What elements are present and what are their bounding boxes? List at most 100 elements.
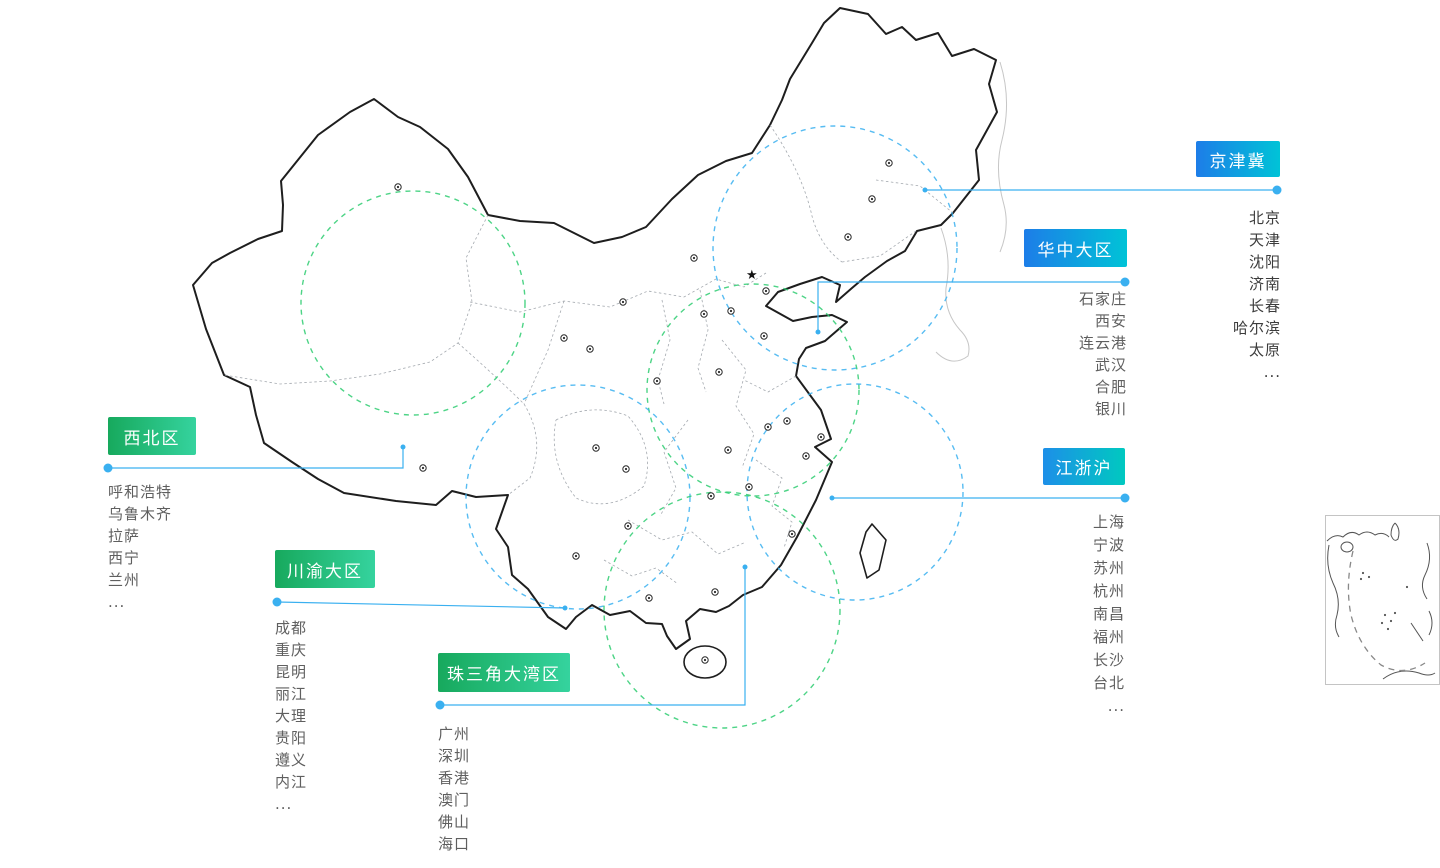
city-item: 南昌 xyxy=(1092,605,1125,623)
region-chip-huazhong[interactable]: 华中大区 xyxy=(1024,229,1127,267)
city-item: 重庆 xyxy=(275,641,308,659)
city-item: 乌鲁木齐 xyxy=(108,505,173,523)
connector-jiangzhehu xyxy=(829,493,1130,503)
city-item: 拉萨 xyxy=(108,527,141,545)
city-item: ... xyxy=(108,593,126,611)
city-item: 昆明 xyxy=(275,663,308,681)
city-marker xyxy=(844,233,852,241)
city-marker xyxy=(645,594,653,602)
city-marker xyxy=(707,492,715,500)
city-item: 长沙 xyxy=(1092,651,1125,669)
city-list-huazhong: 石家庄西安连云港武汉合肥银川 xyxy=(1079,288,1127,420)
city-item: 深圳 xyxy=(438,747,471,765)
city-marker xyxy=(715,368,723,376)
beijing-star-marker: ★ xyxy=(746,268,758,283)
city-item: 连云港 xyxy=(1078,334,1127,352)
city-marker xyxy=(701,656,709,664)
city-list-jingjinji: 北京天津沈阳济南长春哈尔滨太原... xyxy=(1233,207,1281,383)
region-circles xyxy=(300,125,964,729)
city-item: 石家庄 xyxy=(1078,290,1127,308)
city-item: 福州 xyxy=(1092,628,1125,646)
city-item: 广州 xyxy=(438,725,471,743)
city-item: 上海 xyxy=(1092,513,1125,531)
city-item: 武汉 xyxy=(1094,356,1127,374)
city-marker xyxy=(764,423,772,431)
city-marker xyxy=(724,446,732,454)
city-item: 银川 xyxy=(1094,400,1127,418)
city-item: ... xyxy=(1263,363,1281,381)
city-item: 哈尔滨 xyxy=(1232,319,1281,337)
connector-huazhong xyxy=(815,277,1130,335)
city-marker xyxy=(624,522,632,530)
city-item: 太原 xyxy=(1248,341,1281,359)
city-marker xyxy=(760,332,768,340)
city-marker xyxy=(868,195,876,203)
region-circle-huazhong xyxy=(646,283,860,497)
city-marker xyxy=(560,334,568,342)
city-marker xyxy=(622,465,630,473)
city-marker xyxy=(802,452,810,460)
city-marker xyxy=(727,307,735,315)
city-marker xyxy=(419,464,427,472)
region-chip-zhusanjiao[interactable]: 珠三角大湾区 xyxy=(438,653,570,692)
city-item: 佛山 xyxy=(438,813,471,831)
city-marker xyxy=(653,377,661,385)
city-item: 济南 xyxy=(1248,275,1281,293)
province-borders xyxy=(223,124,954,585)
city-list-jiangzhehu: 上海宁波苏州杭州南昌福州长沙台北... xyxy=(1093,511,1125,718)
connector-zhusanjiao xyxy=(435,564,748,710)
city-marker xyxy=(619,298,627,306)
city-marker xyxy=(745,483,753,491)
city-item: 澳门 xyxy=(438,791,471,809)
city-item: 贵阳 xyxy=(275,729,308,747)
city-marker xyxy=(711,588,719,596)
region-chip-xibei[interactable]: 西北区 xyxy=(108,417,196,455)
city-item: 西宁 xyxy=(108,549,141,567)
region-chip-jiangzhehu[interactable]: 江浙沪 xyxy=(1043,448,1125,485)
city-list-chuanyu: 成都重庆昆明丽江大理贵阳遵义内江... xyxy=(275,617,307,815)
china-outline xyxy=(192,7,998,650)
city-item: 杭州 xyxy=(1092,582,1125,600)
city-item: 合肥 xyxy=(1094,378,1127,396)
city-list-zhusanjiao: 广州深圳香港澳门佛山海口... xyxy=(438,723,470,868)
city-marker xyxy=(394,183,402,191)
inset-islands xyxy=(1359,571,1409,631)
south-china-sea-inset xyxy=(1325,515,1440,685)
city-item: 宁波 xyxy=(1092,536,1125,554)
city-item: 遵义 xyxy=(275,751,308,769)
region-chip-chuanyu[interactable]: 川渝大区 xyxy=(275,550,375,588)
region-chip-jingjinji[interactable]: 京津冀 xyxy=(1196,141,1280,177)
connector-jingjinji xyxy=(922,185,1282,195)
city-item: 呼和浩特 xyxy=(108,483,173,501)
city-marker xyxy=(817,433,825,441)
city-item: 成都 xyxy=(275,619,308,637)
taiwan-island xyxy=(859,523,887,579)
city-item: 西安 xyxy=(1094,312,1127,330)
city-item: ... xyxy=(275,795,293,813)
city-item: 北京 xyxy=(1248,209,1281,227)
city-item: 沈阳 xyxy=(1248,253,1281,271)
city-marker xyxy=(885,159,893,167)
city-item: 苏州 xyxy=(1092,559,1125,577)
region-circle-jingjinji xyxy=(712,125,958,371)
city-item: 内江 xyxy=(275,773,308,791)
connector-chuanyu xyxy=(272,597,568,611)
region-circle-jiangzhehu xyxy=(746,383,964,601)
connector-xibei xyxy=(103,444,406,473)
city-marker xyxy=(586,345,594,353)
nine-dash-line xyxy=(1347,550,1426,672)
city-item: 香港 xyxy=(438,769,471,787)
city-item: 台北 xyxy=(1092,674,1125,692)
city-marker xyxy=(592,444,600,452)
city-item: 兰州 xyxy=(108,571,141,589)
neighbor-coastlines xyxy=(935,61,1008,362)
city-item: 长春 xyxy=(1248,297,1281,315)
city-marker xyxy=(700,310,708,318)
region-circle-xibei xyxy=(300,190,526,416)
city-marker xyxy=(783,417,791,425)
region-circle-zhusanjiao xyxy=(603,491,841,729)
city-item: ... xyxy=(1107,697,1125,715)
city-item: ... xyxy=(438,857,456,868)
